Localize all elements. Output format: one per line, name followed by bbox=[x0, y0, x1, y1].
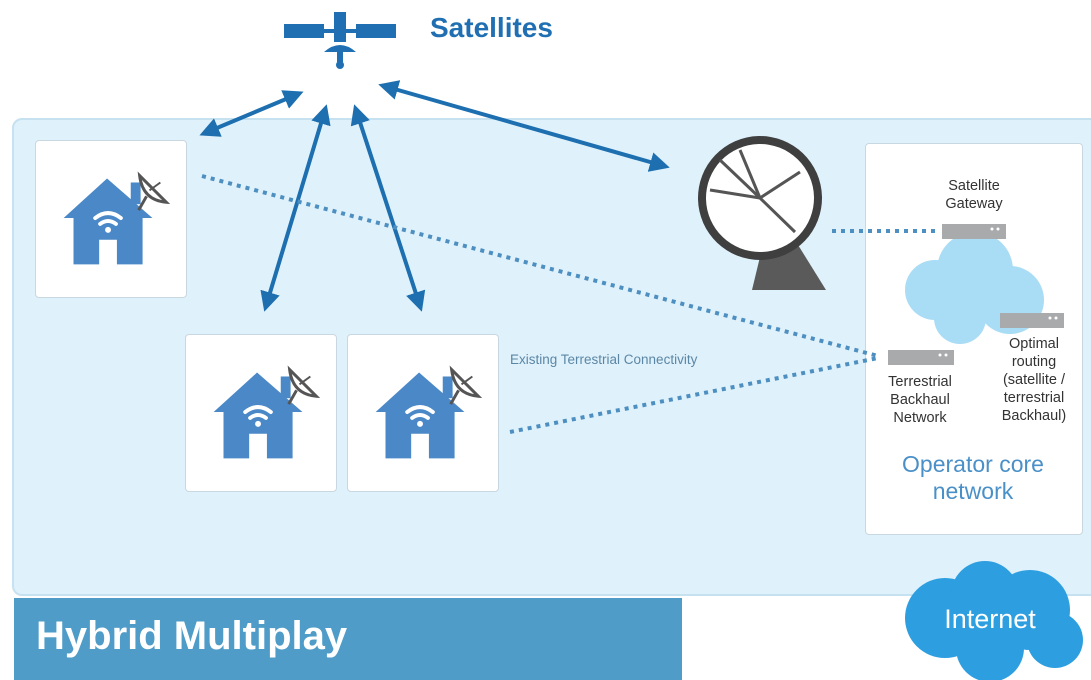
title-banner bbox=[14, 598, 682, 680]
satellite-gateway-label: Satellite Gateway bbox=[945, 178, 1003, 212]
optimal-routing-label: Optimal routing (satellite / terrestrial… bbox=[1001, 336, 1067, 424]
house-wifi-dish-icon bbox=[63, 171, 171, 265]
page-title: Hybrid Multiplay bbox=[36, 614, 348, 658]
satellite-icon bbox=[284, 12, 396, 69]
terrestrial-backhaul-label: Terrestrial Backhaul Network bbox=[888, 374, 952, 426]
satellites-label: Satellites bbox=[430, 12, 553, 43]
house-card-2 bbox=[185, 334, 337, 492]
house-card-1 bbox=[35, 140, 187, 298]
operator-core-label: Operator core network bbox=[902, 451, 1044, 504]
house-wifi-dish-icon bbox=[213, 365, 321, 459]
house-card-3 bbox=[347, 334, 499, 492]
existing-connectivity-label: Existing Terrestrial Connectivity bbox=[510, 352, 698, 367]
house-wifi-dish-icon bbox=[375, 365, 483, 459]
internet-label: Internet bbox=[944, 604, 1036, 634]
